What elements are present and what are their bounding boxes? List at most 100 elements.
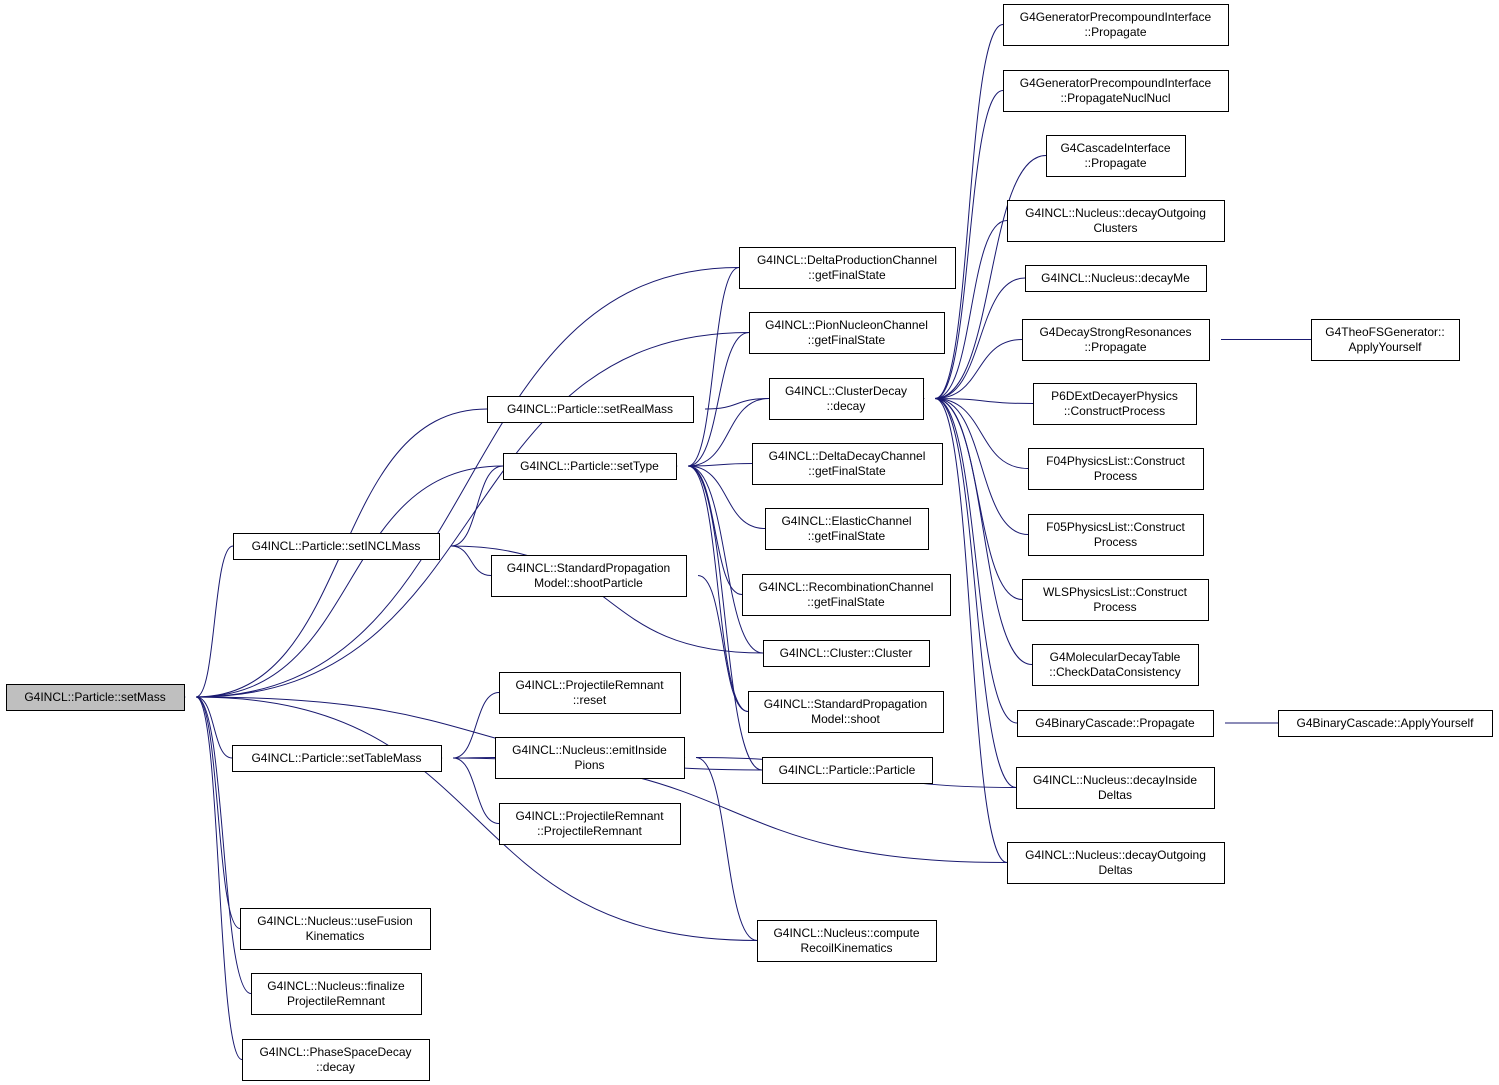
- node-binProp[interactable]: G4BinaryCascade::Propagate: [1017, 710, 1214, 737]
- node-label: G4INCL::DeltaDecayChannel: [769, 449, 926, 463]
- node-setRealMass[interactable]: G4INCL::Particle::setRealMass: [487, 396, 694, 423]
- node-box: [749, 312, 945, 354]
- node-label: ::getFinalState: [808, 529, 886, 543]
- node-label: G4INCL::Nucleus::compute: [773, 926, 919, 940]
- node-label: G4INCL::Cluster::Cluster: [780, 646, 913, 660]
- node-label: Deltas: [1098, 863, 1132, 877]
- node-setMass[interactable]: G4INCL::Particle::setMass: [6, 684, 185, 711]
- node-p6d[interactable]: P6DExtDecayerPhysics::ConstructProcess: [1033, 383, 1197, 425]
- node-phaseSpace[interactable]: G4INCL::PhaseSpaceDecay::decay: [242, 1039, 430, 1081]
- node-binApply[interactable]: G4BinaryCascade::ApplyYourself: [1278, 710, 1493, 737]
- node-strongRes[interactable]: G4DecayStrongResonances::Propagate: [1022, 319, 1210, 361]
- node-label: Clusters: [1093, 221, 1137, 235]
- edge-pionNuc-to-setType: [687, 332, 750, 467]
- node-label: G4INCL::ProjectileRemnant: [515, 678, 664, 692]
- node-label: ApplyYourself: [1349, 340, 1423, 354]
- node-label: ::ProjectileRemnant: [537, 824, 642, 838]
- node-label: G4INCL::ClusterDecay: [785, 384, 907, 398]
- node-box: [1017, 710, 1214, 737]
- node-pionNuc[interactable]: G4INCL::PionNucleonChannel::getFinalStat…: [749, 312, 945, 354]
- edge-clusterCtor-to-setType: [687, 465, 764, 654]
- edge-f04-to-clusterDecay: [934, 398, 1029, 469]
- edge-cascadeProp-to-clusterDecay: [934, 155, 1047, 399]
- node-decayMe[interactable]: G4INCL::Nucleus::decayMe: [1025, 265, 1207, 292]
- node-setINCLMass[interactable]: G4INCL::Particle::setINCLMass: [233, 533, 440, 560]
- node-cascadeProp[interactable]: G4CascadeInterface::Propagate: [1046, 135, 1186, 177]
- node-label: Process: [1094, 535, 1137, 549]
- node-label: G4INCL::Nucleus::decayOutgoing: [1025, 848, 1206, 862]
- node-label: G4INCL::Particle::setType: [520, 459, 659, 473]
- node-label: WLSPhysicsList::Construct: [1043, 585, 1188, 599]
- node-deltaDecay[interactable]: G4INCL::DeltaDecayChannel::getFinalState: [752, 443, 943, 485]
- node-setTableMass[interactable]: G4INCL::Particle::setTableMass: [232, 745, 442, 772]
- node-f04[interactable]: F04PhysicsList::ConstructProcess: [1028, 448, 1204, 490]
- node-box: [232, 745, 442, 772]
- node-label: G4INCL::Nucleus::decayOutgoing: [1025, 206, 1206, 220]
- node-label: G4DecayStrongResonances: [1039, 325, 1191, 339]
- edge-phaseSpace-to-setMass: [195, 696, 243, 1060]
- node-setType[interactable]: G4INCL::Particle::setType: [503, 453, 677, 480]
- node-box: [765, 508, 929, 550]
- edge-setINCLMass-to-setMass: [195, 545, 234, 698]
- node-prCtor[interactable]: G4INCL::ProjectileRemnant::ProjectileRem…: [499, 803, 681, 845]
- node-label: F05PhysicsList::Construct: [1046, 520, 1185, 534]
- node-label: ::reset: [573, 693, 607, 707]
- node-box: [1003, 70, 1229, 112]
- node-deltaProd[interactable]: G4INCL::DeltaProductionChannel::getFinal…: [739, 247, 956, 289]
- edge-decOutDeltas-to-clusterDecay: [934, 398, 1008, 863]
- edge-prReset-to-setTableMass: [452, 692, 500, 759]
- node-label: G4INCL::Nucleus::useFusion: [257, 914, 412, 928]
- node-label: ::ConstructProcess: [1064, 404, 1165, 418]
- node-spmShootParticle[interactable]: G4INCL::StandardPropagationModel::shootP…: [491, 555, 687, 597]
- node-f05[interactable]: F05PhysicsList::ConstructProcess: [1028, 514, 1204, 556]
- node-box: [762, 757, 933, 784]
- node-label: G4INCL::DeltaProductionChannel: [757, 253, 937, 267]
- edge-deltaProd-to-setType: [687, 267, 740, 467]
- node-box: [763, 640, 930, 667]
- node-box: [1278, 710, 1493, 737]
- node-molecular[interactable]: G4MolecularDecayTable::CheckDataConsiste…: [1032, 644, 1199, 686]
- node-label: G4MolecularDecayTable: [1050, 650, 1181, 664]
- node-genPrePropNN[interactable]: G4GeneratorPrecompoundInterface::Propaga…: [1003, 70, 1229, 112]
- node-box: [491, 555, 687, 597]
- node-wls[interactable]: WLSPhysicsList::ConstructProcess: [1022, 579, 1209, 621]
- node-theoFS[interactable]: G4TheoFSGenerator::ApplyYourself: [1311, 319, 1460, 361]
- node-clusterCtor[interactable]: G4INCL::Cluster::Cluster: [763, 640, 930, 667]
- edge-clusterCtor-to-setINCLMass: [450, 545, 764, 654]
- node-label: P6DExtDecayerPhysics: [1051, 389, 1178, 403]
- edge-setType-to-setINCLMass: [450, 465, 504, 547]
- node-genPreProp[interactable]: G4GeneratorPrecompoundInterface::Propaga…: [1003, 4, 1229, 46]
- node-prReset[interactable]: G4INCL::ProjectileRemnant::reset: [499, 672, 681, 714]
- node-label: G4INCL::Particle::setINCLMass: [252, 539, 421, 553]
- edge-pionNuc-to-setMass: [195, 332, 750, 698]
- node-elastic[interactable]: G4INCL::ElasticChannel::getFinalState: [765, 508, 929, 550]
- node-box: [1016, 767, 1215, 809]
- node-recomb[interactable]: G4INCL::RecombinationChannel::getFinalSt…: [742, 574, 951, 616]
- node-label: G4GeneratorPrecompoundInterface: [1020, 10, 1212, 24]
- node-label: ::CheckDataConsistency: [1049, 665, 1180, 679]
- node-box: [739, 247, 956, 289]
- node-label: Model::shootParticle: [534, 576, 643, 590]
- edge-decayMe-to-clusterDecay: [934, 277, 1026, 399]
- node-label: G4BinaryCascade::Propagate: [1035, 716, 1195, 730]
- node-label: G4INCL::Nucleus::finalize: [267, 979, 405, 993]
- edge-clusterDecay-to-setRealMass: [704, 398, 770, 410]
- node-label: G4INCL::ProjectileRemnant: [515, 809, 664, 823]
- node-label: ::getFinalState: [808, 268, 886, 282]
- node-clusterDecay[interactable]: G4INCL::ClusterDecay::decay: [769, 378, 924, 420]
- node-label: Pions: [574, 758, 604, 772]
- edge-computeRecoil-to-setMass: [195, 696, 758, 941]
- node-box: [233, 533, 440, 560]
- node-label: G4INCL::Nucleus::emitInside: [512, 743, 667, 757]
- node-box: [757, 920, 937, 962]
- node-finalizePR[interactable]: G4INCL::Nucleus::finalizeProjectileRemna…: [251, 973, 422, 1015]
- node-particleCtor[interactable]: G4INCL::Particle::Particle: [762, 757, 933, 784]
